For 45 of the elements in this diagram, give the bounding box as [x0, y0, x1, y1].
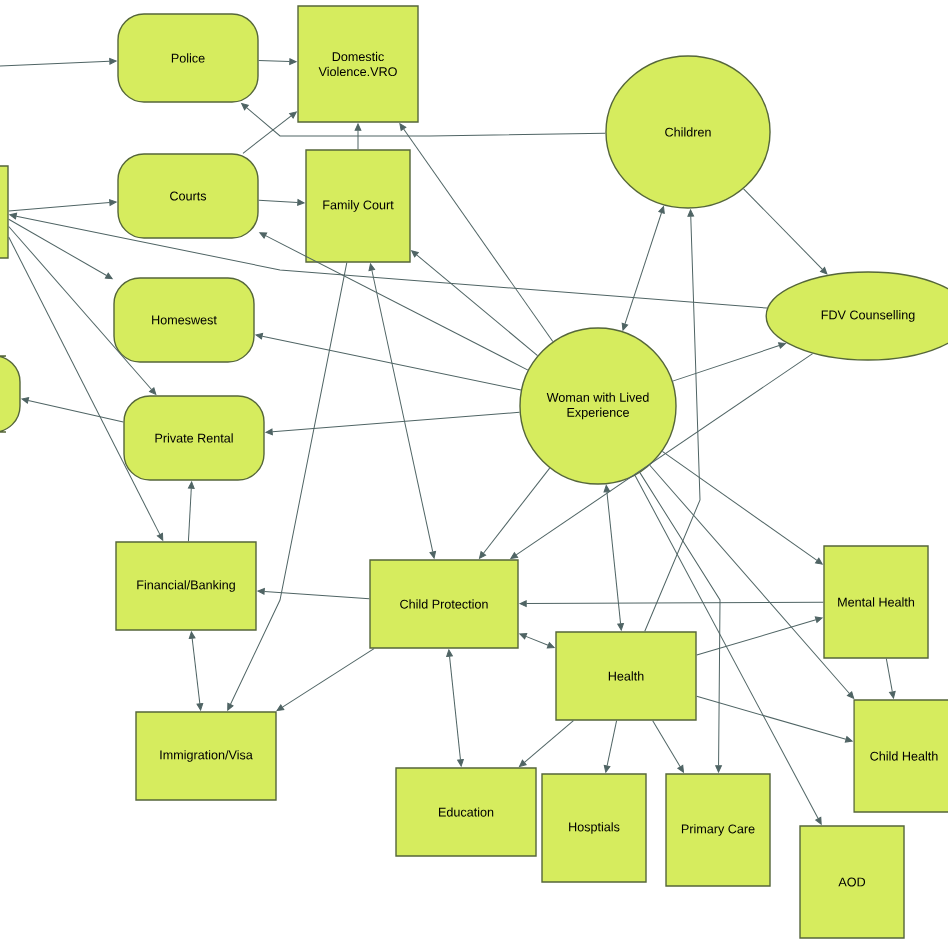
arrow: [696, 616, 823, 656]
arrow: [652, 720, 684, 773]
arrow: [255, 332, 522, 391]
arrow: [634, 474, 822, 825]
arrow: [368, 263, 437, 559]
arrow: [603, 485, 624, 631]
arrow: [258, 199, 305, 206]
arrow: [8, 236, 164, 541]
arrow: [519, 720, 574, 767]
arrow: [265, 411, 521, 436]
arrow: [187, 481, 195, 542]
arrow: [21, 397, 124, 423]
arrow: [621, 206, 665, 331]
arrow: [446, 649, 464, 767]
arrow: [9, 212, 768, 309]
arrow: [696, 695, 853, 743]
arrow: [257, 588, 370, 600]
arrow: [188, 631, 204, 711]
arrow: [661, 450, 823, 565]
arrow: [649, 464, 855, 699]
arrow: [227, 262, 348, 711]
arrow: [743, 188, 828, 275]
arrow: [241, 103, 606, 137]
partial-box: [0, 165, 9, 259]
arrow: [644, 209, 701, 632]
arrow: [510, 353, 814, 560]
arrow: [672, 342, 786, 382]
arrow: [258, 58, 297, 65]
partial-box: [0, 355, 21, 433]
arrow: [8, 218, 113, 280]
arrow: [259, 232, 529, 371]
arrow: [479, 467, 551, 559]
arrow: [399, 123, 554, 343]
arrow: [354, 123, 362, 150]
arrow: [603, 720, 618, 773]
arrow: [8, 225, 157, 395]
arrow: [639, 472, 722, 773]
arrow: [411, 250, 539, 357]
arrow: [519, 600, 824, 607]
arrow: [276, 648, 375, 712]
arrow: [885, 658, 896, 699]
arrow: [0, 57, 117, 67]
arrow: [242, 111, 297, 154]
arrow: [8, 199, 117, 212]
arrow: [519, 633, 555, 649]
